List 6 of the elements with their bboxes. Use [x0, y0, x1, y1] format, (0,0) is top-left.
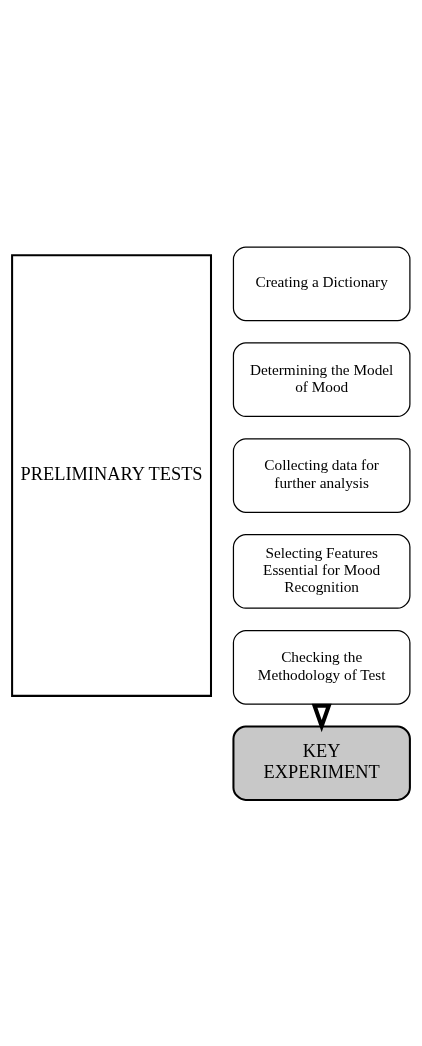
- node-box: Selecting Features Essential for Mood Recognition: [232, 533, 411, 609]
- node-box: Collecting data for further analysis: [232, 437, 411, 513]
- node-box: Determining the Model of Mood: [232, 341, 411, 417]
- node-box: Creating a Dictionary: [232, 245, 411, 321]
- node-box: KEY EXPERIMENT: [232, 724, 411, 801]
- node-box: PRELIMINARY TESTS: [11, 253, 212, 697]
